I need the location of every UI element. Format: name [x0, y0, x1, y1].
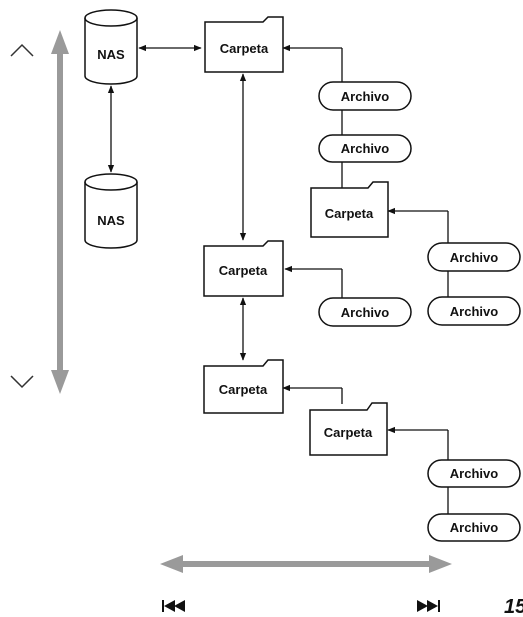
connector-lines: [107, 44, 449, 514]
file-node[interactable]: Archivo: [427, 459, 521, 488]
file-label: Archivo: [450, 520, 498, 535]
file-label: Archivo: [450, 466, 498, 481]
chevron-down-icon[interactable]: [10, 375, 34, 389]
nas-drive-1[interactable]: NAS: [84, 9, 138, 85]
file-node[interactable]: Archivo: [427, 242, 521, 272]
folder-label: Carpeta: [324, 425, 373, 440]
folder-label: Carpeta: [219, 382, 268, 397]
folder-node[interactable]: Carpeta: [309, 402, 388, 456]
folder-node[interactable]: Carpeta: [310, 181, 389, 238]
file-label: Archivo: [341, 141, 389, 156]
vertical-scroll-arrow: [51, 30, 69, 394]
nas-label: NAS: [97, 47, 125, 62]
folder-label: Carpeta: [325, 206, 374, 221]
file-label: Archivo: [450, 304, 498, 319]
folder-label: Carpeta: [219, 263, 268, 278]
file-label: Archivo: [341, 305, 389, 320]
file-node[interactable]: Archivo: [318, 297, 412, 327]
file-label: Archivo: [450, 250, 498, 265]
file-node[interactable]: Archivo: [318, 81, 412, 111]
file-node[interactable]: Archivo: [427, 296, 521, 326]
page-number: 15: [504, 596, 523, 617]
file-node[interactable]: Archivo: [318, 134, 412, 163]
skip-to-start-icon[interactable]: [162, 600, 185, 612]
chevron-up-icon[interactable]: [10, 43, 34, 57]
folder-node[interactable]: Carpeta: [203, 240, 284, 297]
nas-drive-2[interactable]: NAS: [84, 173, 138, 249]
folder-label: Carpeta: [220, 41, 269, 56]
file-node[interactable]: Archivo: [427, 513, 521, 542]
skip-to-end-icon[interactable]: [417, 600, 440, 612]
file-label: Archivo: [341, 89, 389, 104]
folder-node[interactable]: Carpeta: [203, 359, 284, 414]
horizontal-scroll-arrow: [160, 555, 452, 573]
folder-node[interactable]: Carpeta: [204, 16, 284, 73]
nas-label: NAS: [97, 213, 125, 228]
